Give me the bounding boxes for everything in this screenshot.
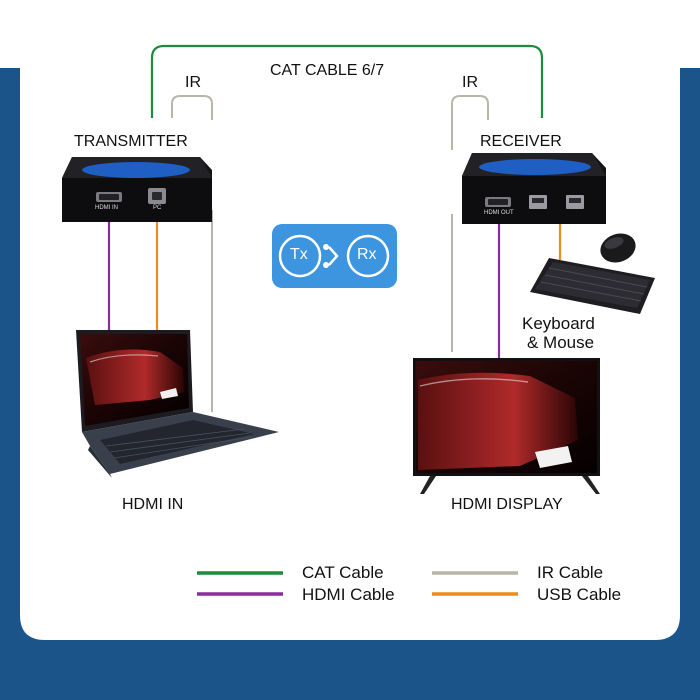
laptop: [76, 330, 279, 478]
tx-hdmi-port-label: HDMI IN: [95, 205, 118, 211]
ir-cable-left: [171, 95, 213, 412]
legend-swatches: [197, 571, 518, 596]
badge-rx-text: Rx: [357, 246, 377, 263]
ir-label-left: IR: [185, 74, 201, 91]
keyboard-mouse-label-line2: & Mouse: [527, 333, 595, 352]
cat-cable-label: CAT CABLE 6/7: [270, 62, 385, 79]
legend-label-hdmi: HDMI Cable: [302, 585, 395, 604]
transmitter-label: TRANSMITTER: [74, 133, 188, 150]
keyboard: [530, 258, 655, 314]
cat-cable: [150, 44, 544, 118]
tx-pc-port-label: PC: [153, 205, 162, 211]
legend-label-usb: USB Cable: [537, 585, 622, 604]
mouse: [600, 233, 636, 263]
badge-tx-text: Tx: [290, 246, 308, 263]
keyboard-mouse-label-line1: Keyboard: [522, 314, 595, 333]
tv-display: [413, 358, 600, 494]
ir-cable-right: [451, 95, 489, 352]
tx-rx-badge: [272, 224, 397, 288]
receiver-label: RECEIVER: [480, 133, 562, 150]
hdmi-display-label: HDMI DISPLAY: [451, 496, 563, 513]
transmitter-device: [62, 157, 212, 222]
receiver-device: [462, 153, 606, 224]
hdmi-in-label: HDMI IN: [122, 496, 184, 513]
legend-label-cat: CAT Cable: [302, 563, 384, 582]
legend-label-ir: IR Cable: [537, 563, 604, 582]
rx-hdmi-port-label: HDMI OUT: [484, 210, 514, 216]
ir-label-right: IR: [462, 74, 478, 91]
